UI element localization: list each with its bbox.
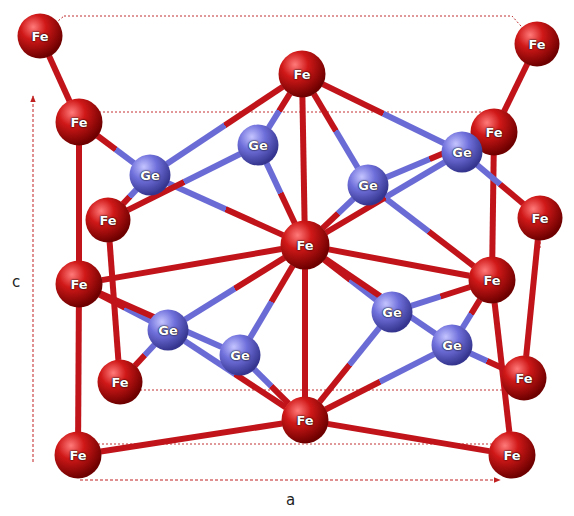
iron-atom: Fe: [55, 98, 103, 146]
atomic-bond: [492, 155, 493, 257]
element-symbol: Fe: [528, 38, 545, 51]
element-symbol: Fe: [483, 274, 500, 287]
atomic-bond: [76, 145, 82, 261]
atomic-bond: [302, 97, 304, 221]
element-symbol: Ge: [248, 139, 268, 152]
germanium-atom: Ge: [219, 334, 261, 376]
element-symbol: Fe: [531, 212, 548, 225]
iron-atom: Fe: [278, 50, 326, 98]
atomic-bond: [504, 64, 527, 112]
germanium-atom: Ge: [347, 164, 389, 206]
germanium-atom: Ge: [371, 291, 413, 333]
element-symbol: Fe: [31, 30, 48, 43]
atomic-bond: [168, 183, 283, 235]
atomic-bond: [328, 424, 490, 451]
element-symbol: Fe: [70, 278, 87, 291]
atomic-bond: [267, 163, 295, 223]
iron-atom: Fe: [501, 355, 547, 401]
germanium-atom: Ge: [237, 124, 279, 166]
iron-atom: Fe: [85, 197, 131, 243]
atomic-bond: [302, 269, 308, 397]
iron-atom: Fe: [54, 431, 102, 479]
element-symbol: Fe: [70, 116, 87, 129]
iron-atom: Fe: [281, 396, 329, 444]
element-symbol: Fe: [296, 239, 313, 252]
atomic-bond: [254, 369, 289, 404]
iron-atom: Fe: [280, 220, 330, 270]
atomic-bond: [75, 307, 82, 432]
iron-atom: Fe: [55, 260, 103, 308]
iron-atom: Fe: [97, 359, 143, 405]
element-symbol: Fe: [293, 68, 310, 81]
element-symbol: Ge: [230, 349, 250, 362]
atomic-bond: [49, 56, 69, 101]
atomic-bond: [470, 353, 504, 369]
element-symbol: Ge: [452, 146, 472, 159]
germanium-atom: Ge: [129, 154, 171, 196]
element-symbol: Fe: [69, 449, 86, 462]
atomic-bond: [97, 136, 134, 163]
iron-atom: Fe: [468, 256, 516, 304]
atomic-bond: [326, 162, 445, 233]
element-symbol: Fe: [485, 126, 502, 139]
iron-atom: Fe: [17, 13, 63, 59]
atomic-bond: [325, 354, 434, 409]
element-symbol: Ge: [442, 339, 462, 352]
germanium-atom: Ge: [441, 131, 483, 173]
cell-edges: [40, 16, 540, 444]
element-symbol: Ge: [158, 324, 178, 337]
iron-atom: Fe: [514, 21, 560, 67]
element-symbol: Ge: [382, 306, 402, 319]
iron-atom: Fe: [488, 431, 536, 479]
element-symbol: Fe: [296, 414, 313, 427]
atomic-bond: [101, 424, 283, 452]
atomic-bond: [462, 300, 479, 328]
element-symbol: Ge: [358, 179, 378, 192]
axis-arrows: [33, 96, 500, 480]
atomic-bond: [411, 287, 470, 306]
atomic-bond: [314, 94, 358, 168]
element-symbol: Ge: [140, 169, 160, 182]
atomic-bond: [250, 266, 293, 338]
germanium-atom: Ge: [147, 309, 189, 351]
atomic-bond: [477, 165, 523, 204]
axis-label: c: [10, 274, 22, 291]
iron-atom: Fe: [517, 195, 563, 241]
atomic-bond: [135, 345, 155, 366]
element-symbol: Fe: [515, 372, 532, 385]
axis-label: a: [284, 492, 297, 509]
germanium-atom: Ge: [431, 324, 473, 366]
atomic-bond: [319, 328, 379, 403]
atomic-bond: [384, 197, 474, 266]
atomic-bond: [269, 94, 290, 128]
element-symbol: Fe: [111, 376, 128, 389]
element-symbol: Fe: [503, 449, 520, 462]
atomic-bond: [128, 154, 240, 210]
atomic-bond: [323, 84, 444, 143]
atomic-bond: [123, 190, 136, 204]
element-symbol: Fe: [99, 214, 116, 227]
atomic-bond: [526, 240, 538, 356]
atomic-bond: [325, 258, 436, 333]
